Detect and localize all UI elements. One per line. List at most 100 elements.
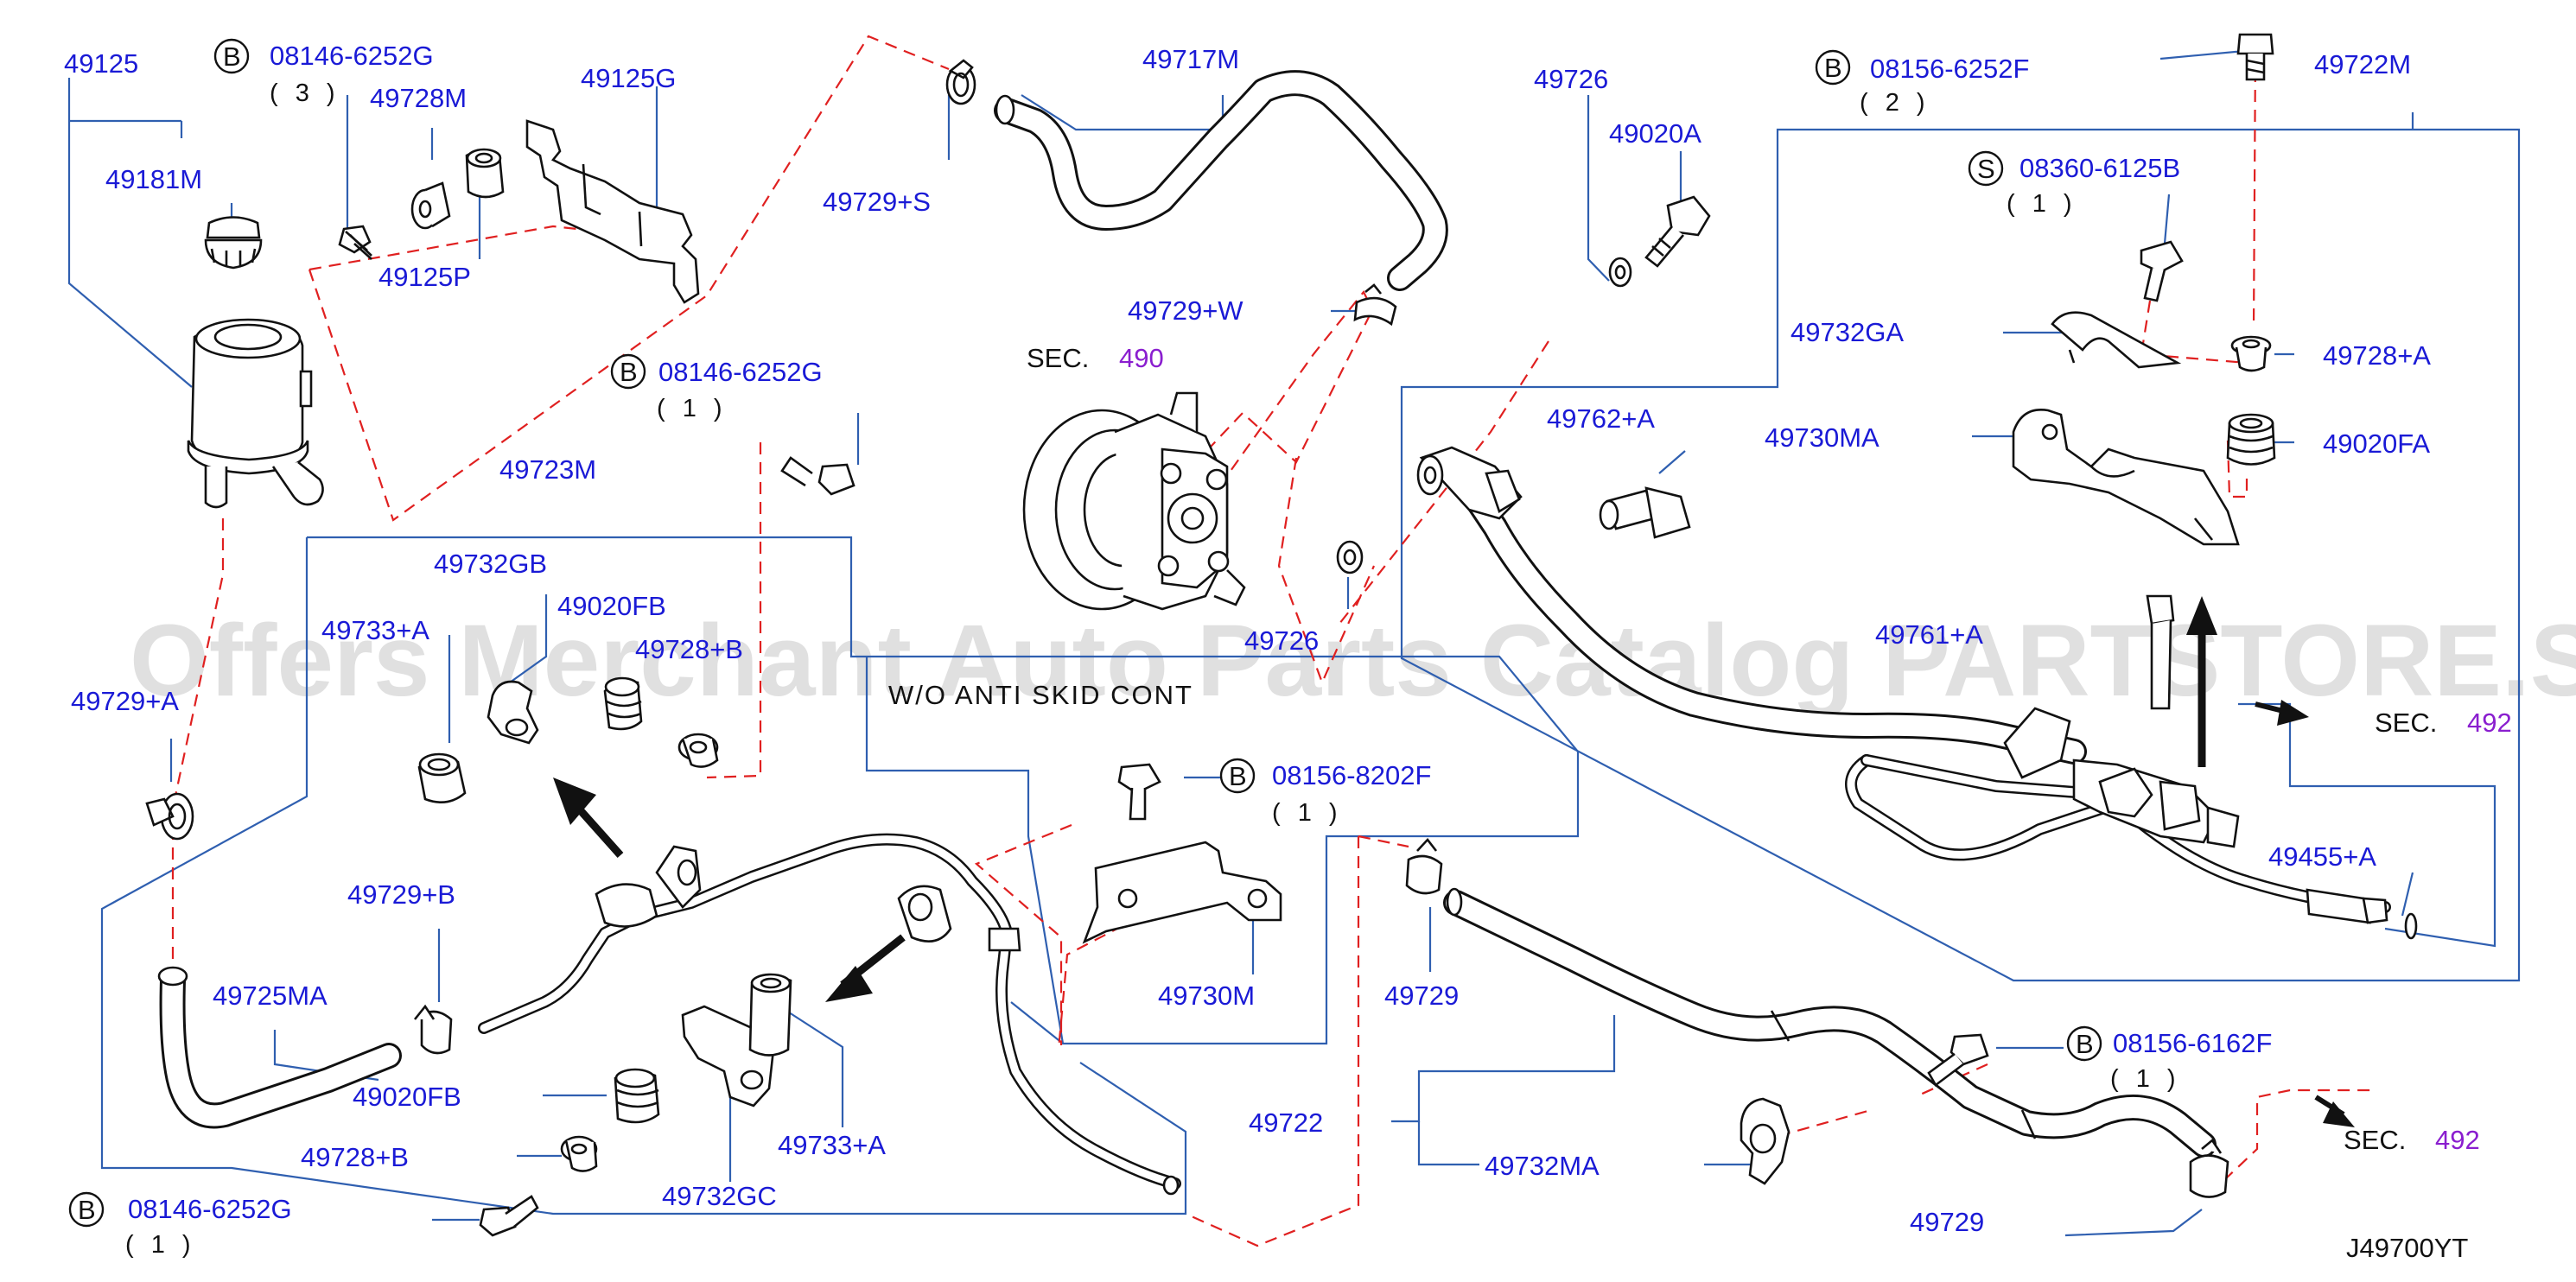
pipe-assembly-anti-skid xyxy=(1845,707,2391,924)
label-49730M: 49730M xyxy=(1158,981,1255,1011)
clamp-49729A xyxy=(145,792,194,841)
label-sec-490: SEC. xyxy=(1027,343,1089,373)
label-sec-492-bottom-number: 492 xyxy=(2435,1125,2480,1155)
label-49125G: 49125G xyxy=(581,63,676,93)
label-49020FA: 49020FA xyxy=(2323,428,2430,459)
label-08146-6252G-1b: 08146-6252G xyxy=(128,1194,292,1224)
reservoir-tank xyxy=(187,318,324,509)
svg-text:B: B xyxy=(2076,1029,2094,1059)
clip-49732MA xyxy=(1740,1097,1790,1185)
clamp-49729B xyxy=(413,1004,453,1055)
svg-text:B: B xyxy=(78,1195,96,1225)
bolt-08156-8202F xyxy=(1117,763,1161,821)
screw-08360-6125B xyxy=(2140,240,2184,302)
label-qty-2: ( 2 ) xyxy=(1860,89,1930,117)
clamp-49729W xyxy=(1353,283,1397,327)
label-49125: 49125 xyxy=(64,48,138,79)
part-labels: 49125 49181M 08146-6252G ( 3 ) 49728M 49… xyxy=(64,41,2512,1263)
label-qty-1b: ( 1 ) xyxy=(657,395,728,422)
label-49733A-bottom: 49733+A xyxy=(778,1130,886,1160)
group-outline-49723M xyxy=(100,536,1580,1215)
reservoir-cap xyxy=(204,216,263,270)
label-sec-492-top: SEC. xyxy=(2375,708,2437,738)
bracket-49730MA xyxy=(2012,408,2240,546)
bushing-49020FB-top xyxy=(603,676,643,731)
grommet-49728B-bottom xyxy=(560,1135,598,1172)
washer-49726-mid xyxy=(1336,540,1364,574)
bolt-mid-left xyxy=(780,456,855,496)
bolt-08156-6252F xyxy=(2236,33,2274,81)
label-49729A: 49729+A xyxy=(71,686,179,716)
label-sec-490-number: 490 xyxy=(1119,343,1164,373)
label-49728A: 49728+A xyxy=(2323,340,2431,371)
bolt-bottom-left xyxy=(479,1195,539,1237)
svg-text:B: B xyxy=(1824,53,1842,83)
bushing-49020FB-bottom xyxy=(614,1068,660,1124)
bracket-49125G xyxy=(525,119,700,304)
clamp-49729-bottom xyxy=(2189,1139,2229,1198)
label-49726-top: 49726 xyxy=(1534,64,1608,94)
clamp-49729-mid xyxy=(1405,837,1443,895)
label-49455A: 49455+A xyxy=(2268,841,2376,872)
pressure-hose-49722M xyxy=(1416,446,2087,765)
label-49125P: 49125P xyxy=(378,262,471,292)
label-49729S: 49729+S xyxy=(823,187,931,217)
grommet-49728M xyxy=(410,181,451,230)
circle-b-1: B xyxy=(213,38,250,74)
label-49726-mid: 49726 xyxy=(1244,625,1319,656)
label-49733A-top: 49733+A xyxy=(321,615,429,645)
label-08146-6252G-1a: 08146-6252G xyxy=(658,357,823,387)
label-49732GB: 49732GB xyxy=(434,549,547,579)
clip-49732GB xyxy=(487,680,539,745)
label-49730MA: 49730MA xyxy=(1765,422,1880,453)
label-49761A: 49761+A xyxy=(1875,619,1983,650)
circle-b-5: B xyxy=(2066,1025,2102,1062)
label-49728B-top: 49728+B xyxy=(635,634,743,664)
label-qty-1e: ( 1 ) xyxy=(125,1231,196,1259)
label-49732GA: 49732GA xyxy=(1790,317,1904,347)
label-08156-8202F: 08156-8202F xyxy=(1272,760,1431,790)
direction-arrows xyxy=(553,596,2355,1127)
label-qty-1c: ( 1 ) xyxy=(1272,799,1343,827)
power-steering-pump xyxy=(1022,391,1246,611)
label-sec-492-top-number: 492 xyxy=(2467,708,2512,738)
return-hose-49722 xyxy=(1443,887,2217,1158)
o-ring-49455A xyxy=(2404,912,2418,940)
label-49729-mid: 49729 xyxy=(1384,981,1459,1011)
label-49020A: 49020A xyxy=(1609,118,1701,149)
hose-49725MA xyxy=(157,966,402,1129)
label-49762A: 49762+A xyxy=(1547,403,1655,434)
label-49725MA: 49725MA xyxy=(213,981,328,1011)
label-49722M: 49722M xyxy=(2314,49,2411,79)
label-qty-1d: ( 1 ) xyxy=(2110,1065,2181,1093)
label-49722: 49722 xyxy=(1249,1107,1323,1138)
label-sec-492-bottom: SEC. xyxy=(2344,1125,2406,1155)
label-08146-6252G-3: 08146-6252G xyxy=(270,41,434,71)
label-49181M: 49181M xyxy=(105,164,202,194)
svg-text:B: B xyxy=(620,357,638,387)
label-49729-bottom: 49729 xyxy=(1910,1207,1984,1237)
label-49020FB-bottom: 49020FB xyxy=(353,1082,461,1112)
group-outline-49722 xyxy=(1391,1015,1754,1166)
banjo-bolt-49020A xyxy=(1644,195,1711,268)
hose-49717M xyxy=(994,70,1448,291)
clamp-49729S xyxy=(945,59,976,105)
plate-49732GA xyxy=(2051,311,2182,369)
label-49732GC: 49732GC xyxy=(662,1181,777,1211)
grommet-49728B-top xyxy=(677,733,719,768)
label-qty-1a: ( 1 ) xyxy=(2007,190,2077,218)
bolt-08156-6162F xyxy=(1927,1033,1989,1087)
bolt-top-left xyxy=(338,225,372,260)
diagram-code: J49700YT xyxy=(2346,1233,2468,1263)
circle-b-letter: B xyxy=(223,41,241,72)
bushing-49020FA xyxy=(2226,413,2276,466)
washer-49726-top xyxy=(1608,257,1632,288)
return-pipe-49723M xyxy=(478,833,1181,1196)
label-08156-6252F: 08156-6252F xyxy=(1870,54,2029,84)
label-49723M: 49723M xyxy=(499,454,596,485)
circle-b-3: B xyxy=(1815,49,1851,86)
label-08156-6162F: 08156-6162F xyxy=(2113,1028,2272,1058)
circle-s-letter: S xyxy=(1977,154,1995,184)
bracket-49730M xyxy=(1082,841,1282,944)
